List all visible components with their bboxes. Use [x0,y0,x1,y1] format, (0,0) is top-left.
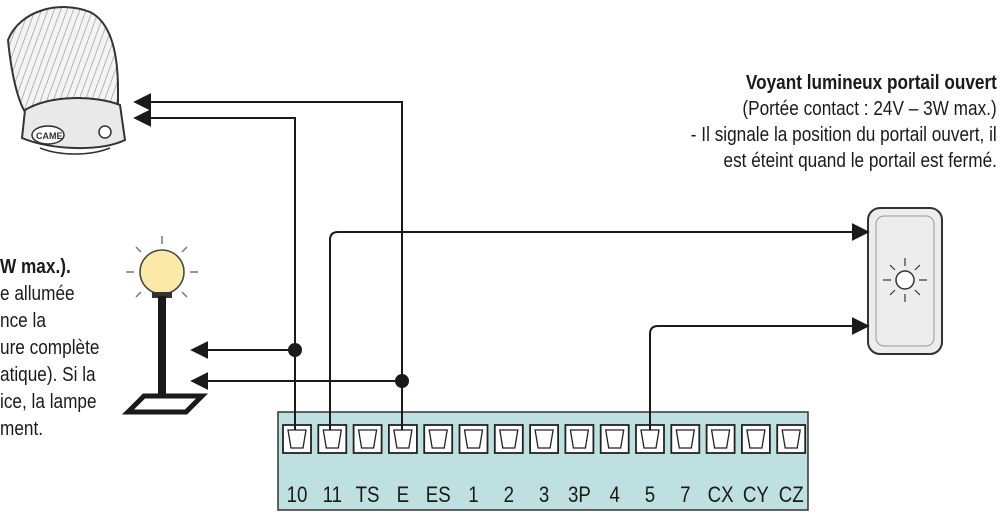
terminal-10: 10 [282,424,312,508]
caption-line: est éteint quand le portail est fermé. [723,150,997,172]
terminal-label: 7 [680,484,690,508]
terminal-7: 7 [670,424,701,508]
terminal-label: E [397,484,409,508]
wire-11-indicator [329,223,870,430]
caption-line: ure complète [0,337,100,359]
terminal-label: ES [426,484,451,508]
terminal-cz: CZ [776,424,807,508]
caption-line: - Il signale la position du portail ouve… [691,124,997,146]
wire-10-flashing-light [133,109,296,430]
open-gate-light-caption: Voyant lumineux portail ouvert (Portée c… [477,70,997,180]
terminal-label: CX [708,484,734,508]
caption-line: atique). Si la [0,364,96,386]
flashing-light-icon: CAME [6,6,127,155]
caption-title: Voyant lumineux portail ouvert [745,72,997,94]
wires [133,93,870,430]
caption-line: W max.). [0,256,71,278]
terminal-label: 1 [468,484,478,508]
terminal-label: 3 [539,484,549,508]
terminal-label: 3P [568,484,591,508]
terminal-cx: CX [705,424,736,508]
came-logo-text: CAME [36,131,63,141]
wire-e-flashing-light [133,93,403,430]
terminal-label: TS [356,484,380,508]
terminal-label: CY [743,484,769,508]
caption-line: nce la [0,310,46,332]
terminal-11: 11 [317,424,348,508]
terminal-ts: TS [352,424,383,508]
junction-dot [288,343,302,357]
caption-line: (Portée contact : 24V – 3W max.) [742,98,997,120]
terminal-4: 4 [599,424,630,508]
terminal-label: 2 [504,484,514,508]
caption-line: ice, la lampe [0,391,97,413]
open-gate-indicator-icon [867,207,943,355]
wire-5-indicator [649,317,870,430]
terminal-3: 3 [529,424,559,508]
junction-dot [395,374,409,388]
terminal-2: 2 [493,424,524,508]
terminal-1: 1 [458,424,489,508]
courtesy-lamp-caption: W max.). e allumée nce la ure complète a… [0,254,180,474]
terminal-label: CZ [779,484,804,508]
terminal-3p: 3P [564,424,595,508]
terminal-cy: CY [741,424,771,508]
terminal-block: 10 11 TS E ES 1 2 3 3P 4 5 7 CX CY CZ [277,411,809,511]
caption-line: ment. [0,418,44,440]
caption-line: e allumée [0,283,75,305]
terminal-label: 4 [609,484,619,508]
terminal-es: ES [423,424,454,508]
terminal-label: 5 [645,484,655,508]
terminal-label: 11 [323,484,342,508]
terminal-label: 10 [287,484,308,508]
courtesy-lamp-icon [121,236,209,415]
